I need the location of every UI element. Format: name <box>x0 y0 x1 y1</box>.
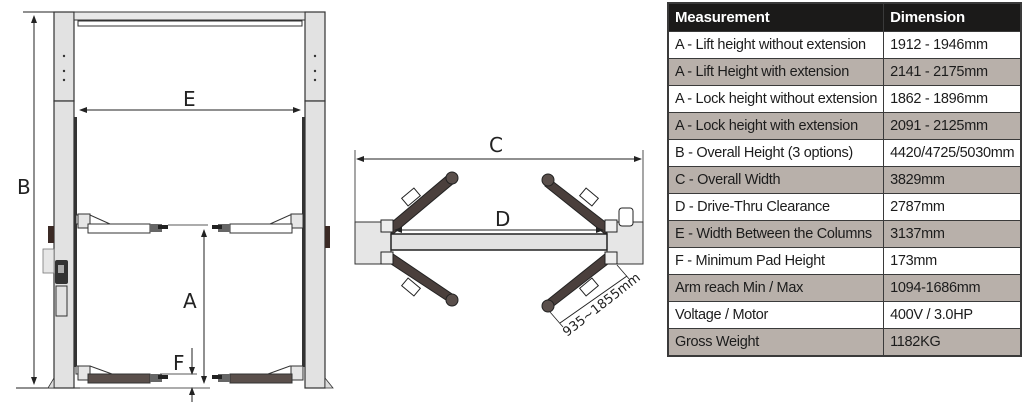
dimension-cell: 1182KG <box>883 328 1022 356</box>
table-row: B - Overall Height (3 options)4420/4725/… <box>668 139 1022 167</box>
dimension-a: A <box>168 224 208 384</box>
dimension-cell: 1862 - 1896mm <box>883 85 1022 113</box>
measurement-cell: C - Overall Width <box>668 166 885 194</box>
dimension-cell: 4420/4725/5030mm <box>883 139 1022 167</box>
measurement-cell: D - Drive-Thru Clearance <box>668 193 885 221</box>
dimension-b: B <box>16 11 80 389</box>
label-a: A <box>183 289 197 313</box>
front-view-diagram: B E <box>16 11 334 402</box>
table-header-row: Measurement Dimension <box>668 3 1022 32</box>
measurement-cell: A - Lock height with extension <box>668 112 885 140</box>
dimension-cell: 173mm <box>883 247 1022 275</box>
dimension-cell: 3137mm <box>883 220 1022 248</box>
label-d: D <box>495 207 510 231</box>
header-measurement: Measurement <box>668 3 885 32</box>
label-f: F <box>173 351 185 375</box>
dimension-cell: 1094-1686mm <box>883 274 1022 302</box>
measurement-cell: A - Lift Height with extension <box>668 58 885 86</box>
dimension-d: D <box>394 207 604 233</box>
top-beam <box>73 11 306 27</box>
measurement-cell: A - Lift height without extension <box>668 31 885 59</box>
measurement-cell: E - Width Between the Columns <box>668 220 885 248</box>
right-column <box>302 11 334 389</box>
left-column <box>42 11 77 389</box>
top-view-arms <box>384 171 614 313</box>
top-view-diagram: C D 935~1855mm <box>354 133 644 340</box>
label-c: C <box>489 133 503 157</box>
dimension-cell: 1912 - 1946mm <box>883 31 1022 59</box>
label-e: E <box>183 87 196 111</box>
dimension-cell: 3829mm <box>883 166 1022 194</box>
measurement-cell: B - Overall Height (3 options) <box>668 139 885 167</box>
lowered-arms <box>75 365 304 384</box>
header-dimension: Dimension <box>883 3 1022 32</box>
dimension-cell: 400V / 3.0HP <box>883 301 1022 329</box>
measurement-cell: A - Lock height without extension <box>668 85 885 113</box>
dimension-e: E <box>79 87 301 113</box>
dimension-c: C <box>354 133 644 225</box>
specification-table: Measurement Dimension A - Lift height wi… <box>667 2 1023 357</box>
measurement-cell: F - Minimum Pad Height <box>668 247 885 275</box>
base-frame <box>354 207 644 265</box>
dimension-cell: 2141 - 2175mm <box>883 58 1022 86</box>
measurement-cell: Voltage / Motor <box>668 301 885 329</box>
dimension-cell: 2091 - 2125mm <box>883 112 1022 140</box>
raised-arms <box>75 213 304 234</box>
measurement-cell: Gross Weight <box>668 328 885 356</box>
dimension-arm-range: 935~1855mm <box>549 264 644 340</box>
dimension-f: F <box>80 348 210 402</box>
label-b: B <box>17 175 31 199</box>
dimension-cell: 2787mm <box>883 193 1022 221</box>
measurement-cell: Arm reach Min / Max <box>668 274 885 302</box>
